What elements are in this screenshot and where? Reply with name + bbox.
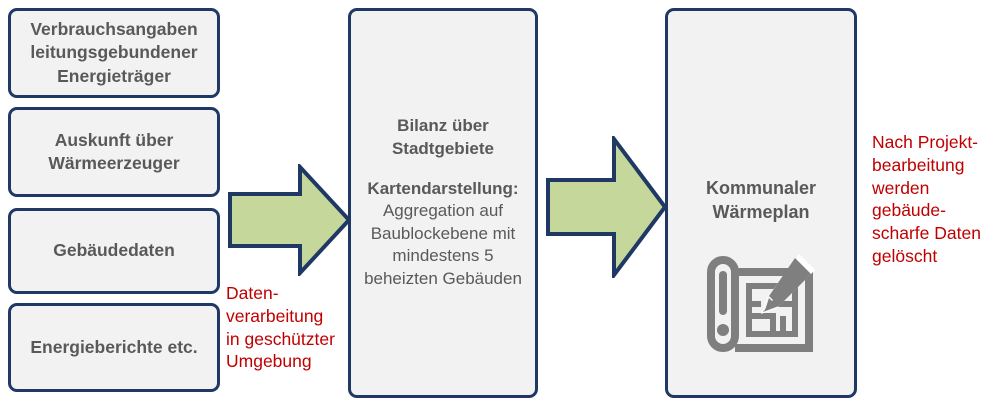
processing-body-line-3: mindestens 5 [392,246,494,266]
source-box-verbrauchsangaben[interactable]: Verbrauchsangaben leitungsgebundener Ene… [8,8,220,98]
processing-heading-line-2: Stadtgebiete [391,138,494,158]
processing-text-block: Bilanz über Stadtgebiete Kartendarstellu… [358,115,528,290]
text-spacer [364,161,522,178]
result-panel[interactable]: Kommunaler Wärmeplan [665,8,857,398]
source-box-energieberichte[interactable]: Energieberichte etc. [8,303,220,392]
source-box-gebaeudedaten[interactable]: Gebäudedaten [8,208,220,294]
result-title: Kommunaler Wärmeplan [706,176,816,224]
source-box-label: Auskunft über Wärmeerzeuger [48,129,180,173]
source-box-auskunft-waermeerzeuger[interactable]: Auskunft über Wärmeerzeuger [8,107,220,197]
processing-sub-heading: Kartendarstellung: [367,178,519,198]
processing-body-line-4: beheizten Gebäuden [364,269,522,289]
result-title-line-1: Kommunaler [705,178,817,198]
note-data-processing: Daten- verarbeitung in geschützter Umgeb… [226,282,346,373]
source-box-label: Verbrauchsangaben leitungsgebundener Ene… [30,19,198,86]
processing-body-line-2: Baublockebene mit [370,223,516,243]
arrow-right-icon-sources-to-processing [228,161,352,279]
arrow-right-icon-processing-to-result [546,133,668,281]
processing-panel[interactable]: Bilanz über Stadtgebiete Kartendarstellu… [348,8,538,398]
note-data-deletion: Nach Projekt- bearbeitung werden gebäude… [872,131,998,268]
note-line: Nach Projekt- [872,132,979,152]
note-line: scharfe Daten [872,223,981,243]
note-line: gebäude- [872,200,946,221]
note-line: verarbeitung [226,305,324,326]
processing-body-line-1: Aggregation auf [382,201,504,221]
source-box-label: Energieberichte etc. [30,336,198,357]
note-line: Umgebung [226,351,312,372]
processing-heading-line-1: Bilanz über [397,116,489,136]
note-line: Daten- [226,283,279,303]
source-box-label: Gebäudedaten [53,240,175,261]
note-line: bearbeitung [872,154,965,175]
note-line: gelöscht [872,245,938,266]
result-title-line-2: Wärmeplan [712,202,810,223]
note-line: in geschützter [226,328,335,349]
blueprint-pencil-icon [703,252,819,356]
note-line: werden [872,177,930,198]
